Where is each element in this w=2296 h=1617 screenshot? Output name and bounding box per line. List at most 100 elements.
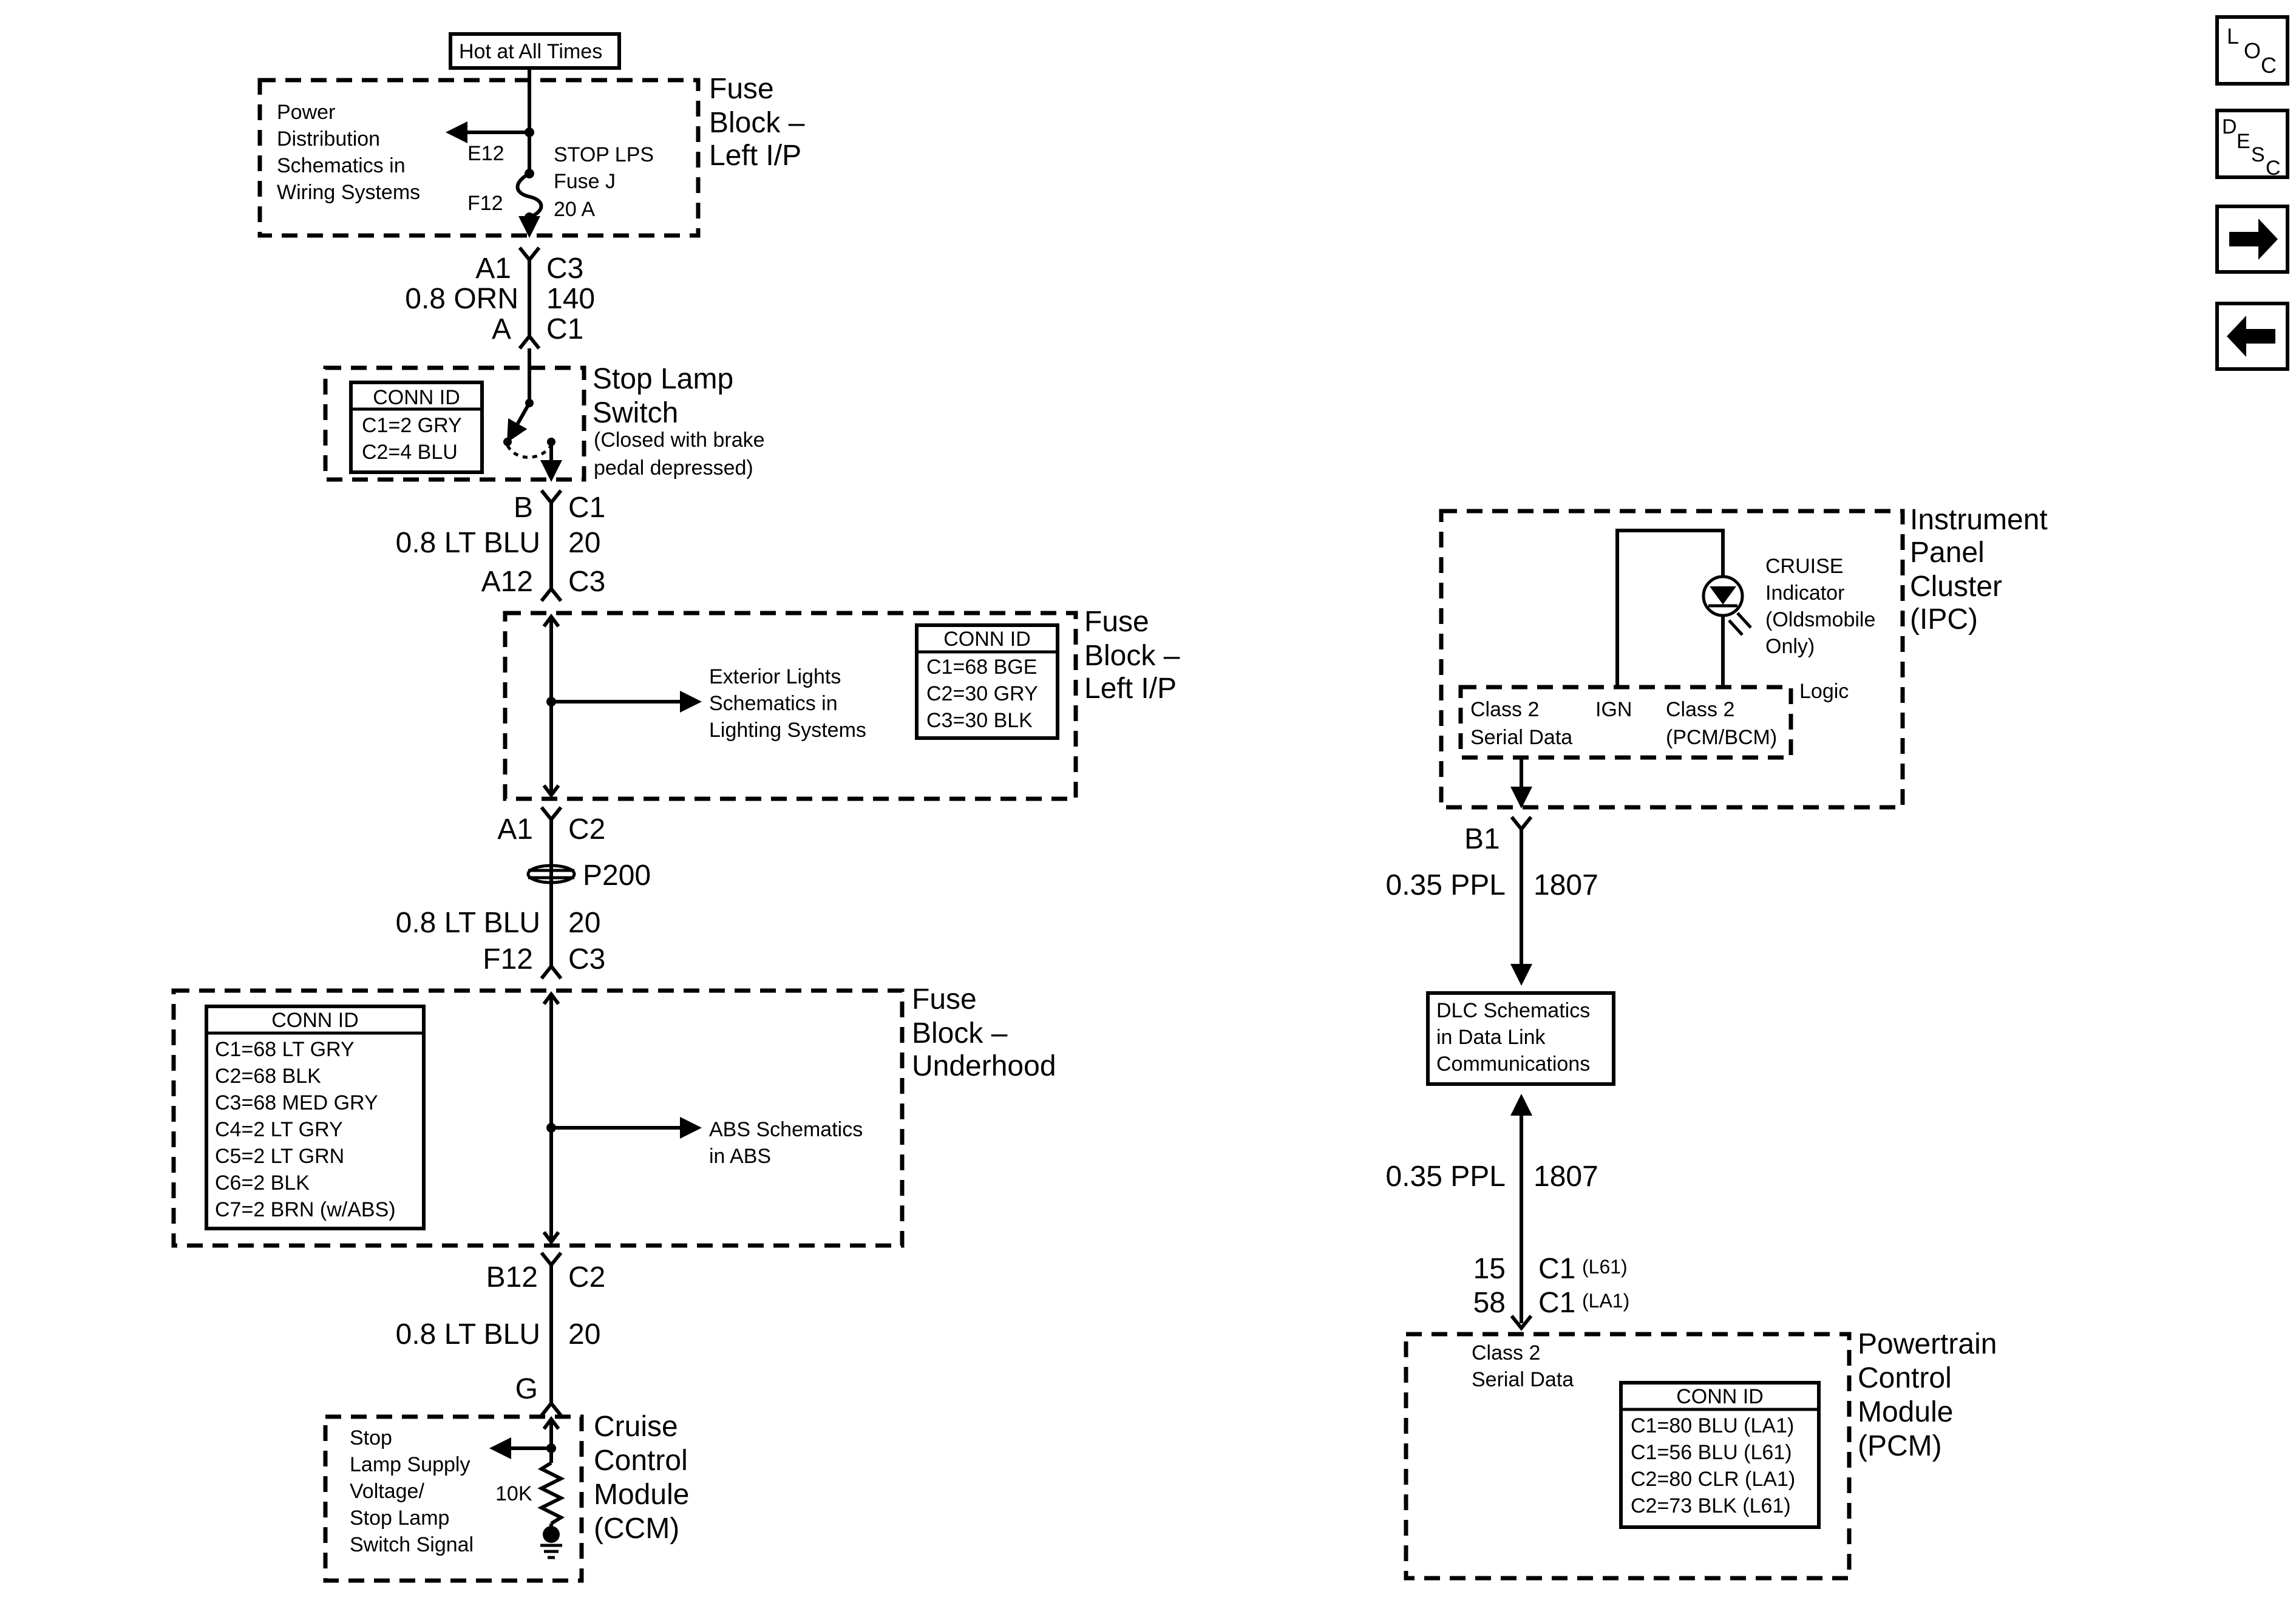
fuse-block-underhood: Fuse Block – Underhood ABS Schematics in… <box>171 983 1056 1248</box>
svg-text:1807: 1807 <box>1533 1161 1598 1193</box>
svg-text:10K: 10K <box>495 1482 532 1505</box>
conn-id-table: CONN ID C1=68 BGE C2=30 GRY C3=30 BLK <box>915 623 1059 740</box>
svg-text:in ABS: in ABS <box>709 1145 771 1168</box>
conn-id-table: CONN ID C1=2 GRY C2=4 BLU <box>349 381 484 474</box>
ground-icon <box>540 1544 562 1559</box>
svg-text:C1: C1 <box>1538 1287 1575 1319</box>
svg-text:20: 20 <box>568 527 600 559</box>
svg-text:Schematics in: Schematics in <box>277 154 406 177</box>
svg-text:Only): Only) <box>1765 635 1815 658</box>
svg-text:(LA1): (LA1) <box>1582 1290 1629 1312</box>
svg-text:pedal depressed): pedal depressed) <box>594 456 753 480</box>
svg-text:Indicator: Indicator <box>1765 581 1844 605</box>
svg-text:C1: C1 <box>1538 1253 1575 1285</box>
svg-text:Fuse J: Fuse J <box>554 170 616 193</box>
svg-text:0.8 LT BLU: 0.8 LT BLU <box>396 1318 540 1351</box>
fuse-block-left-ip-top: Fuse Block – Left I/P Power Distribution… <box>257 68 805 238</box>
svg-text:Schematics in: Schematics in <box>709 692 838 715</box>
svg-text:F12: F12 <box>483 943 533 975</box>
svg-text:Lamp Supply: Lamp Supply <box>350 1453 470 1476</box>
svg-text:(CCM): (CCM) <box>594 1513 679 1545</box>
svg-text:(Closed with brake: (Closed with brake <box>594 429 765 452</box>
svg-text:Hot at All Times: Hot at All Times <box>459 40 602 63</box>
svg-text:140: 140 <box>546 283 595 315</box>
desc-button[interactable]: D E S C <box>2215 109 2289 180</box>
svg-text:C: C <box>2261 53 2277 78</box>
svg-text:C2=80 CLR (LA1): C2=80 CLR (LA1) <box>1631 1468 1795 1491</box>
wire-0-8-lt-blu-3: B12 C2 0.8 LT BLU 20 G <box>396 1252 605 1417</box>
svg-text:Stop: Stop <box>350 1426 392 1449</box>
instrument-panel-cluster: Instrument Panel Cluster (IPC) CRUISE In… <box>1439 504 2048 810</box>
fuse-icon <box>515 172 543 219</box>
svg-text:L: L <box>2227 24 2239 49</box>
svg-text:C7=2 BRN (w/ABS): C7=2 BRN (w/ABS) <box>215 1198 396 1221</box>
svg-text:(PCM/BCM): (PCM/BCM) <box>1666 726 1777 749</box>
svg-text:Cruise: Cruise <box>594 1411 678 1443</box>
left-arrow-icon <box>2227 316 2275 357</box>
svg-text:Left I/P: Left I/P <box>709 140 801 172</box>
svg-text:C1=68 BGE: C1=68 BGE <box>926 656 1037 679</box>
svg-text:CONN ID: CONN ID <box>271 1009 359 1032</box>
svg-text:Exterior Lights: Exterior Lights <box>709 665 841 688</box>
svg-text:C2: C2 <box>568 813 605 846</box>
svg-text:CONN ID: CONN ID <box>1676 1385 1764 1408</box>
svg-text:C3: C3 <box>568 943 605 975</box>
svg-text:Fuse: Fuse <box>1084 606 1149 638</box>
svg-text:Left I/P: Left I/P <box>1084 673 1177 705</box>
fuse-block-left-ip-mid: Fuse Block – Left I/P Exterior Lights Sc… <box>503 606 1180 801</box>
svg-text:Class 2: Class 2 <box>1666 698 1734 721</box>
wire-0-8-lt-blu-2: A1 C2 P200 0.8 LT BLU 20 F12 C3 <box>396 806 651 980</box>
svg-text:Control: Control <box>1858 1362 1952 1394</box>
hot-at-all-times-label: Hot at All Times <box>449 32 621 70</box>
back-button[interactable] <box>2215 302 2289 371</box>
loc-button[interactable]: L O C <box>2215 15 2289 86</box>
svg-text:A: A <box>492 313 511 345</box>
svg-text:Class 2: Class 2 <box>1470 698 1539 721</box>
cruise-control-module: Cruise Control Module (CCM) Stop Lamp Su… <box>323 1411 689 1583</box>
svg-text:A1: A1 <box>475 253 511 285</box>
wire-0-35-ppl-1: B1 0.35 PPL 1807 <box>1386 758 1598 986</box>
svg-text:B: B <box>514 492 533 524</box>
svg-text:C5=2 LT GRN: C5=2 LT GRN <box>215 1145 344 1168</box>
svg-text:A1: A1 <box>497 813 533 846</box>
svg-text:C3: C3 <box>568 566 605 598</box>
svg-text:Stop Lamp: Stop Lamp <box>593 363 733 395</box>
stop-lamp-switch: Stop Lamp Switch (Closed with brake peda… <box>323 363 765 482</box>
svg-text:Panel: Panel <box>1910 537 1985 569</box>
svg-text:Block –: Block – <box>1084 640 1180 672</box>
svg-text:Switch: Switch <box>593 397 678 429</box>
svg-text:(L61): (L61) <box>1582 1256 1628 1278</box>
svg-text:Communications: Communications <box>1436 1053 1590 1076</box>
dlc-schematics-reference: DLC Schematics in Data Link Communicatio… <box>1426 991 1615 1086</box>
svg-text:Block –: Block – <box>912 1017 1008 1049</box>
svg-text:O: O <box>2244 38 2261 63</box>
svg-text:C2=73 BLK (L61): C2=73 BLK (L61) <box>1631 1494 1791 1517</box>
svg-text:Fuse: Fuse <box>709 73 774 105</box>
wire-0-8-lt-blu-1: B C1 0.8 LT BLU 20 A12 C3 <box>396 489 605 602</box>
svg-text:S: S <box>2251 143 2265 166</box>
svg-text:C1=2 GRY: C1=2 GRY <box>362 414 462 437</box>
wire-0-35-ppl-2: 0.35 PPL 1807 15 C1 (L61) 58 C1 (LA1) <box>1386 1094 1629 1331</box>
svg-text:CONN ID: CONN ID <box>943 628 1031 651</box>
svg-text:C3: C3 <box>546 253 583 285</box>
forward-button[interactable] <box>2215 205 2289 274</box>
svg-text:in Data Link: in Data Link <box>1436 1026 1546 1049</box>
svg-text:C4=2 LT GRY: C4=2 LT GRY <box>215 1118 343 1141</box>
svg-text:F12: F12 <box>467 192 503 215</box>
svg-text:CRUISE: CRUISE <box>1765 555 1843 578</box>
svg-text:Cluster: Cluster <box>1910 571 2002 603</box>
svg-text:20 A: 20 A <box>554 198 595 221</box>
svg-text:E12: E12 <box>467 142 504 165</box>
svg-text:15: 15 <box>1473 1253 1506 1285</box>
svg-text:Block –: Block – <box>709 107 805 139</box>
svg-text:(PCM): (PCM) <box>1858 1430 1942 1462</box>
svg-text:Class 2: Class 2 <box>1472 1341 1540 1364</box>
svg-text:58: 58 <box>1473 1287 1506 1319</box>
svg-text:Module: Module <box>594 1479 689 1511</box>
svg-text:C1=68 LT GRY: C1=68 LT GRY <box>215 1038 355 1061</box>
svg-text:C6=2 BLK: C6=2 BLK <box>215 1171 310 1195</box>
svg-text:(IPC): (IPC) <box>1910 603 1978 636</box>
p200-splice-icon <box>526 864 576 884</box>
svg-text:0.8 ORN: 0.8 ORN <box>405 283 518 315</box>
